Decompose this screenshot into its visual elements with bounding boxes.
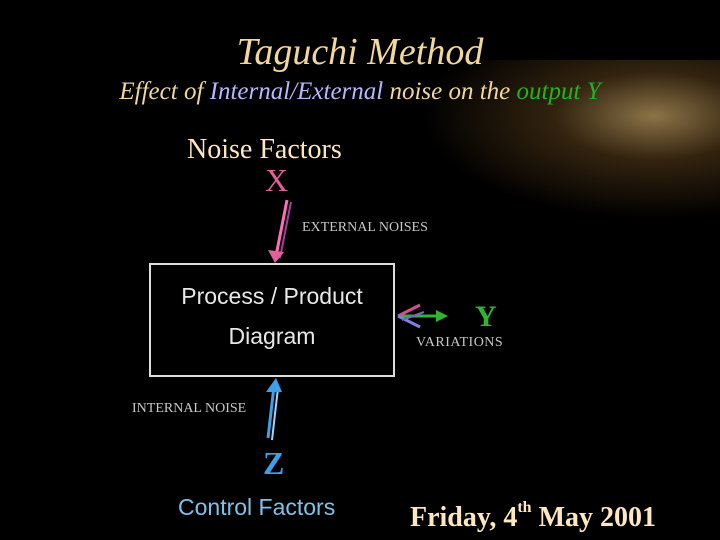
subtitle-internal-external: Internal/External — [209, 78, 384, 105]
slide-subtitle: Effect of Internal/External noise on the… — [0, 78, 720, 106]
slide-title: Taguchi Method — [236, 31, 484, 73]
control-factors-label: Control Factors — [178, 494, 336, 520]
process-box — [149, 263, 395, 377]
z-symbol: Z — [263, 445, 285, 481]
noise-factors-label: Noise Factors — [187, 134, 342, 165]
date-sup: th — [517, 498, 532, 516]
process-box-line1: Process / Product — [181, 283, 363, 309]
process-box-line2: Diagram — [228, 323, 316, 349]
date-footer: Friday, 4th May 2001 — [410, 498, 657, 534]
internal-noise-label: INTERNAL NOISE — [132, 401, 247, 416]
date-prefix: Friday, 4 — [410, 502, 518, 533]
x-arrow — [268, 199, 292, 263]
subtitle-part1: Effect of — [119, 78, 210, 105]
y-symbol: Y — [475, 300, 497, 333]
external-noises-label: EXTERNAL NOISES — [302, 220, 428, 235]
subtitle-part2: noise on the — [383, 78, 517, 105]
date-suffix: May 2001 — [531, 502, 657, 533]
y-arrow — [397, 303, 448, 329]
variations-label: VARIATIONS — [416, 335, 504, 350]
x-symbol: X — [265, 162, 289, 198]
subtitle-output: output Y — [516, 78, 601, 105]
z-arrow — [266, 378, 282, 441]
